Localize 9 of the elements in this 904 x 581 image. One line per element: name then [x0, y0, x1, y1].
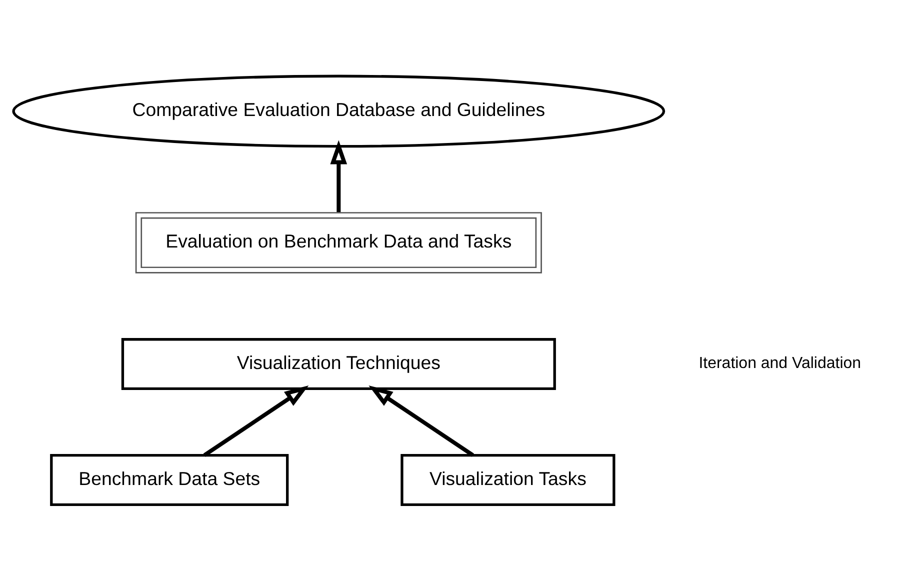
node-box: Evaluation on Benchmark Data and Tasks: [135, 212, 542, 274]
node-box: Benchmark Data Sets: [50, 454, 289, 506]
node-box: Visualization Techniques: [121, 338, 556, 390]
label: Iteration and Validation: [698, 355, 862, 372]
node-box: Visualization Tasks: [400, 454, 616, 506]
node-ellipse: Comparative Evaluation Database and Guidelines: [12, 74, 666, 148]
arrow: [330, 140, 348, 212]
arrow: [368, 385, 474, 457]
arrow: [203, 385, 309, 457]
